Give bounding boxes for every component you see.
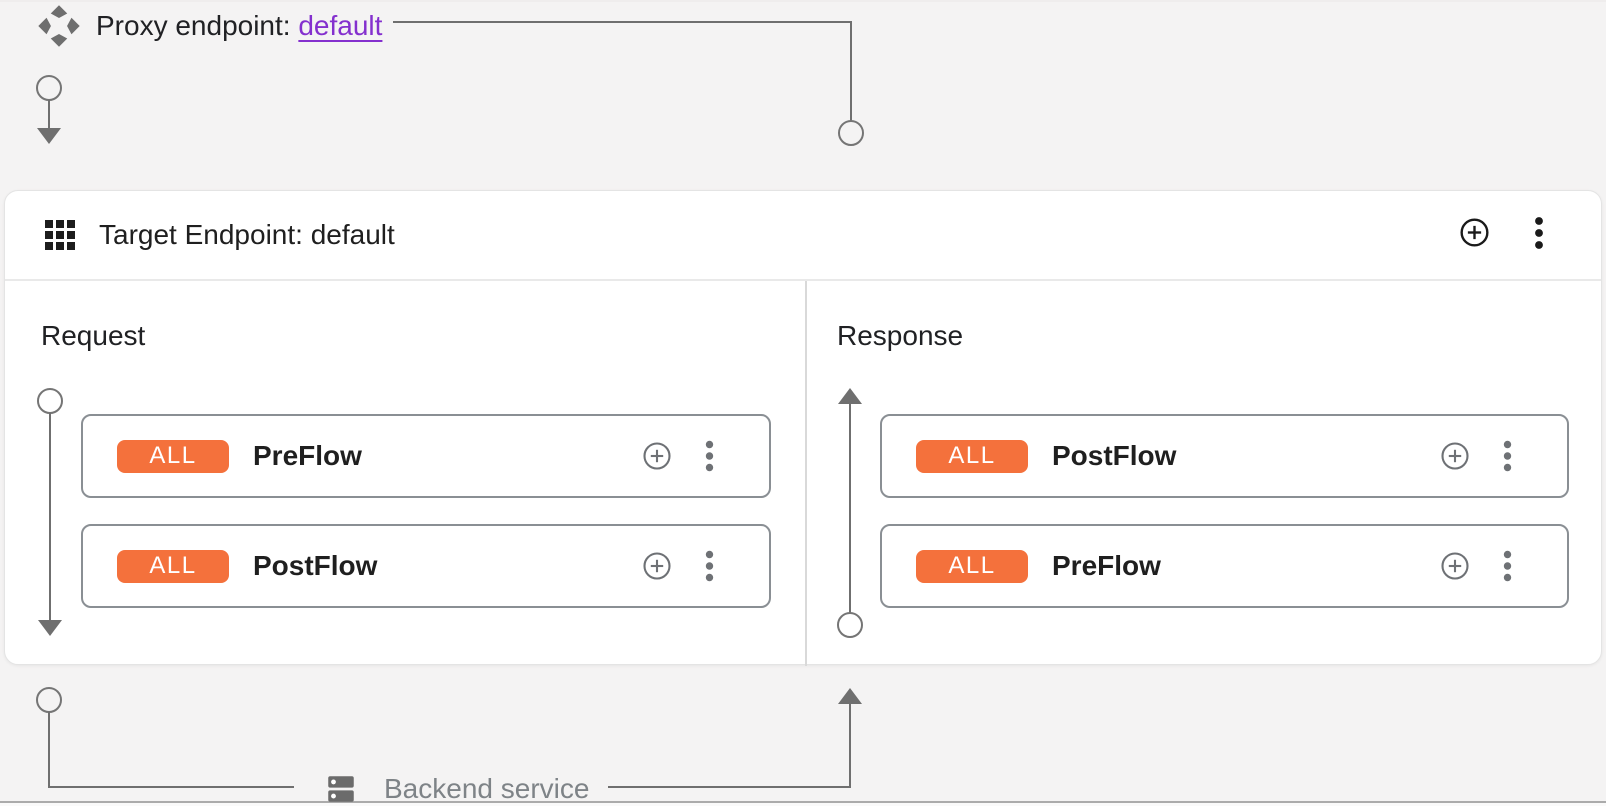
request-response-divider — [805, 281, 807, 666]
flow-menu-button[interactable] — [1500, 440, 1515, 472]
flow-condition-badge: ALL — [117, 549, 229, 583]
connector-top-left-circle — [36, 75, 62, 101]
proxy-endpoint-link[interactable]: default — [298, 10, 383, 41]
backend-service-label: Backend service — [384, 773, 590, 804]
connector-from-backend-line — [608, 704, 851, 788]
backend-service-row: Backend service — [324, 772, 589, 806]
flow-menu-button[interactable] — [1500, 550, 1515, 582]
plus-circle-icon — [643, 442, 671, 470]
plus-circle-icon — [643, 552, 671, 580]
flow-card-response-postflow[interactable]: ALL PostFlow — [880, 414, 1569, 498]
kebab-menu-icon — [1503, 440, 1512, 472]
add-policy-step-button[interactable] — [643, 442, 671, 470]
add-policy-step-button[interactable] — [1441, 442, 1469, 470]
plus-circle-icon — [1460, 218, 1489, 247]
plus-circle-icon — [1441, 552, 1469, 580]
flow-menu-button[interactable] — [702, 550, 717, 582]
kebab-menu-icon — [705, 440, 714, 472]
flow-name: PostFlow — [253, 550, 378, 581]
flow-card-request-preflow[interactable]: ALL PreFlow — [81, 414, 771, 498]
add-policy-step-button[interactable] — [1441, 552, 1469, 580]
proxy-endpoint-label: Proxy endpoint: — [96, 10, 291, 41]
connector-top-left-arrowhead — [37, 128, 61, 144]
flow-name: PreFlow — [253, 440, 362, 471]
top-edge-divider — [0, 0, 1606, 2]
kebab-menu-icon — [1503, 550, 1512, 582]
more-options-button[interactable] — [1531, 216, 1547, 250]
kebab-menu-icon — [1535, 217, 1543, 249]
connector-proxy-to-target-endpoint-circle — [838, 120, 864, 146]
backend-service-icon — [328, 776, 354, 802]
connector-proxy-to-target-line — [393, 21, 852, 121]
target-endpoint-title: Target Endpoint: default — [99, 219, 395, 250]
response-label: Response — [837, 320, 964, 351]
flow-condition-badge: ALL — [117, 439, 229, 473]
add-policy-step-button[interactable] — [643, 552, 671, 580]
proxy-endpoint-row: Proxy endpoint: default — [36, 3, 382, 49]
flow-condition-badge: ALL — [916, 549, 1028, 583]
flow-name: PreFlow — [1052, 550, 1161, 581]
target-endpoint-header: Target Endpoint: default — [5, 191, 1601, 281]
connector-to-backend-line — [48, 712, 294, 788]
grid-icon — [45, 220, 75, 250]
connector-bottom-left-circle — [36, 687, 62, 713]
flow-card-request-postflow[interactable]: ALL PostFlow — [81, 524, 771, 608]
kebab-menu-icon — [705, 550, 714, 582]
bottom-edge-divider — [0, 801, 1606, 803]
flow-condition-badge: ALL — [916, 439, 1028, 473]
proxy-endpoint-icon — [38, 5, 80, 47]
connector-from-backend-arrowhead — [838, 688, 862, 704]
flow-card-response-preflow[interactable]: ALL PreFlow — [880, 524, 1569, 608]
flow-menu-button[interactable] — [702, 440, 717, 472]
add-button[interactable] — [1460, 218, 1489, 247]
flow-name: PostFlow — [1052, 440, 1177, 471]
plus-circle-icon — [1441, 442, 1469, 470]
bottom-edge-strip — [0, 803, 1606, 806]
request-label: Request — [41, 320, 146, 351]
header-divider — [5, 279, 1601, 281]
target-endpoint-card: Target Endpoint: default Request Respons… — [4, 190, 1602, 666]
